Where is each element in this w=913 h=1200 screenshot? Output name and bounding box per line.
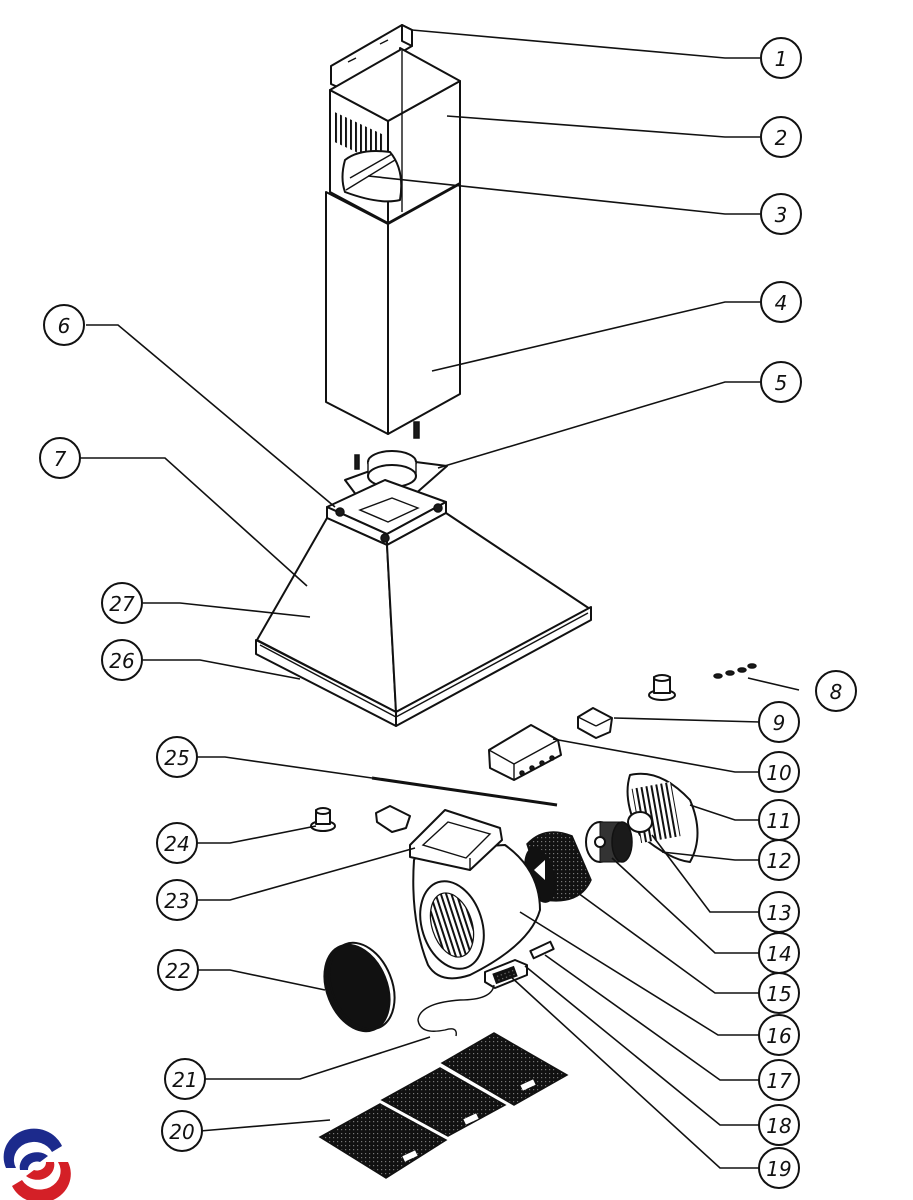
callout-12: 12	[758, 839, 800, 881]
svg-text:8: 8	[830, 680, 843, 704]
grease-filters	[318, 1032, 569, 1179]
lower-chimney	[325, 183, 461, 435]
brand-logo	[3, 1128, 71, 1200]
callout-9: 9	[758, 701, 800, 743]
callout-18: 18	[758, 1104, 800, 1146]
callout-6: 6	[43, 304, 85, 346]
callout-3: 3	[760, 193, 802, 235]
logo-icon	[3, 1128, 71, 1200]
svg-text:9: 9	[773, 711, 786, 735]
svg-text:7: 7	[54, 447, 67, 471]
callout-1: 1	[760, 37, 802, 79]
svg-text:13: 13	[766, 901, 791, 925]
switch-cover	[375, 805, 411, 833]
junction-box	[484, 959, 528, 989]
callout-22: 22	[157, 949, 199, 991]
hood-body	[256, 512, 591, 713]
mounting-bracket	[330, 24, 413, 89]
svg-text:16: 16	[766, 1024, 791, 1048]
callout-23: 23	[156, 879, 198, 921]
callout-17: 17	[758, 1059, 800, 1101]
callout-15: 15	[758, 972, 800, 1014]
screws	[713, 663, 757, 679]
callout-27: 27	[101, 582, 143, 624]
callout-26: 26	[101, 639, 143, 681]
callout-13: 13	[758, 891, 800, 933]
light-switch	[577, 707, 613, 739]
callout-19: 19	[758, 1147, 800, 1189]
svg-text:11: 11	[766, 809, 791, 833]
callout-5: 5	[760, 361, 802, 403]
svg-text:22: 22	[165, 959, 190, 983]
svg-text:23: 23	[164, 889, 189, 913]
svg-text:18: 18	[766, 1114, 791, 1138]
svg-text:14: 14	[766, 942, 791, 966]
blower-outlet-flange	[409, 809, 503, 871]
callout-8: 8	[815, 670, 857, 712]
svg-text:27: 27	[109, 592, 135, 616]
svg-text:10: 10	[766, 761, 791, 785]
svg-text:21: 21	[172, 1068, 197, 1092]
svg-text:6: 6	[58, 314, 71, 338]
svg-text:1: 1	[775, 47, 788, 71]
hood-bottom-frame	[255, 606, 592, 727]
blower-housing	[412, 844, 541, 980]
blower-wheel	[524, 831, 592, 903]
motor-bracket	[626, 772, 699, 863]
callout-20: 20	[161, 1110, 203, 1152]
callout-24: 24	[156, 822, 198, 864]
leader-lines	[76, 29, 800, 1169]
callout-14: 14	[758, 932, 800, 974]
hood-assembly	[255, 450, 592, 727]
svg-text:2: 2	[775, 126, 788, 150]
callout-25: 25	[156, 736, 198, 778]
carbon-filter	[323, 941, 396, 1033]
svg-text:19: 19	[766, 1157, 791, 1181]
motor	[585, 821, 633, 863]
svg-text:26: 26	[109, 649, 134, 673]
callout-2: 2	[760, 116, 802, 158]
power-cord	[417, 984, 495, 1037]
callout-16: 16	[758, 1014, 800, 1056]
svg-text:3: 3	[775, 203, 788, 227]
svg-text:5: 5	[775, 371, 788, 395]
svg-text:15: 15	[766, 982, 791, 1006]
control-panel	[488, 724, 562, 781]
callout-11: 11	[758, 799, 800, 841]
svg-text:20: 20	[169, 1120, 194, 1144]
screw-icon	[413, 421, 420, 439]
chimney-assembly	[325, 24, 461, 439]
wire-rod	[371, 776, 558, 807]
capacitor	[529, 940, 555, 960]
svg-text:17: 17	[766, 1069, 792, 1093]
svg-text:24: 24	[164, 832, 189, 856]
callout-4: 4	[760, 281, 802, 323]
svg-text:25: 25	[164, 746, 189, 770]
callout-7: 7	[39, 437, 81, 479]
callout-10: 10	[758, 751, 800, 793]
svg-text:4: 4	[775, 291, 788, 315]
svg-text:12: 12	[766, 849, 791, 873]
lamp-holder-right	[648, 674, 676, 701]
lamp-holder-left	[310, 807, 336, 832]
callout-21: 21	[164, 1058, 206, 1100]
upper-chimney	[329, 47, 461, 224]
